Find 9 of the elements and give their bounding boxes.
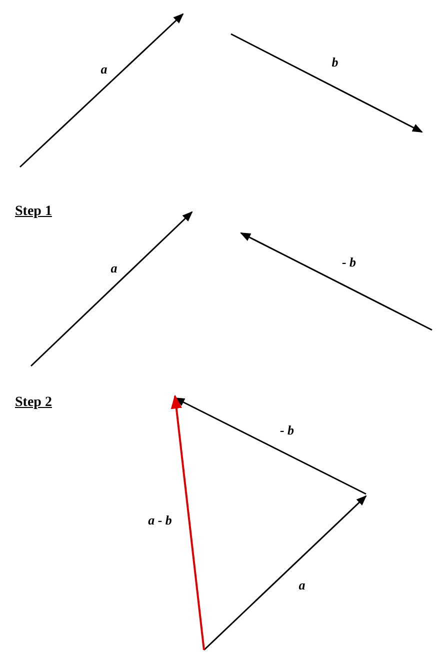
step-heading: Step 1 xyxy=(15,205,52,219)
vector-label: a - b xyxy=(148,514,172,526)
vector-label: a xyxy=(100,62,108,76)
vector-label: - b xyxy=(280,424,294,436)
step-heading: Step 2 xyxy=(15,396,52,410)
vector-label: a xyxy=(110,262,118,274)
vector-label: a xyxy=(298,578,306,592)
vector-label: b xyxy=(332,56,338,68)
vector-label: - b xyxy=(342,256,356,268)
